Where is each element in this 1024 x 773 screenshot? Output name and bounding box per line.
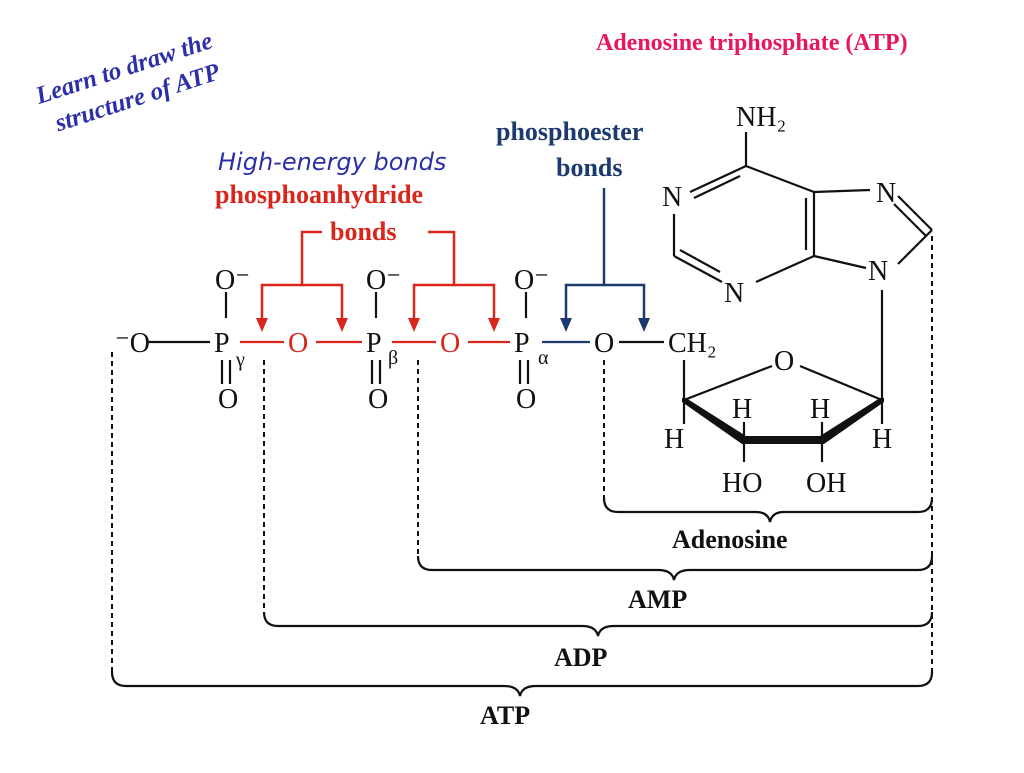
adenine-base: NH₂ N N N N [662, 102, 896, 309]
arrowhead [408, 318, 420, 332]
adenine-n1: N [662, 182, 682, 213]
beta-oxygen-bottom: O [368, 384, 388, 415]
ribose-bold-bond [742, 436, 824, 444]
hydroxyl-c2: OH [806, 468, 846, 499]
phosphoanhydride-arrows [260, 230, 496, 322]
phosphoanhydride-label-1: phosphoanhydride [215, 180, 423, 209]
phosphorus-alpha: P [514, 328, 530, 359]
phosphoanhydride-label-2: bonds [330, 217, 397, 246]
adp-label: ADP [554, 643, 608, 672]
phosphoester-label-2: bonds [556, 153, 623, 182]
curly-brackets [110, 497, 934, 697]
alpha-oxygen-top: O⁻ [514, 265, 549, 296]
adenosine-brace [602, 497, 934, 523]
gamma-oxygen-top: O⁻ [215, 265, 250, 296]
phosphoester-label-1: phosphoester [496, 117, 643, 146]
amp-label: AMP [628, 585, 687, 614]
hydroxyl-c3: HO [722, 468, 762, 499]
amp-brace [416, 555, 934, 581]
phosphoester-arrowheads [560, 318, 650, 332]
amine-group: NH₂ [736, 102, 786, 133]
anhydride-arrow-beta [412, 230, 456, 322]
ribose-h-c1: H [872, 424, 892, 455]
gamma-label: γ [235, 349, 245, 371]
phosphorus-beta: P [366, 328, 382, 359]
bracket-labels: Adenosine AMP ADP ATP [480, 525, 788, 730]
arrowhead [560, 318, 572, 332]
arrowhead [488, 318, 500, 332]
phosphate-bonds [148, 292, 664, 384]
ribose-wedge-left [682, 398, 746, 444]
anhydride-arrowheads [256, 318, 500, 332]
ribose-h-c3: H [732, 394, 752, 425]
terminal-oxygen: ⁻O [115, 328, 150, 359]
ribose-wedge-right [820, 398, 884, 444]
alpha-oxygen-bottom: O [516, 384, 536, 415]
dashed-guides [111, 236, 933, 672]
adenosine-label: Adenosine [672, 525, 788, 554]
anhydride-arrow-beta-right [454, 283, 496, 322]
ch2-group: CH₂ [668, 328, 717, 359]
adenine-bonds [672, 132, 933, 400]
high-energy-label: High-energy bonds [218, 148, 446, 176]
anhydride-arrow-gamma-right [302, 283, 344, 322]
bridge-oxygen-gamma-beta: O [288, 328, 308, 359]
atp-label: ATP [480, 701, 530, 730]
ribose-atoms: O H H H H HO OH [664, 346, 892, 499]
alpha-label: α [538, 347, 549, 369]
arrowhead [336, 318, 348, 332]
slide-title: Adenosine triphosphate (ATP) [596, 30, 908, 56]
ribose-h-c2: H [810, 394, 830, 425]
phosphoester-arrow [564, 188, 646, 322]
gamma-oxygen-bottom: O [218, 384, 238, 415]
adenine-n7: N [876, 178, 896, 209]
adenine-n9: N [868, 256, 888, 287]
anhydride-arrow-gamma [260, 230, 322, 322]
phosphate-greek-labels: γ β α [235, 347, 549, 371]
beta-label: β [388, 347, 398, 369]
atp-brace [110, 671, 934, 697]
adp-brace [262, 611, 934, 637]
arrowhead [256, 318, 268, 332]
bridge-oxygen-beta-alpha: O [440, 328, 460, 359]
arrowhead [638, 318, 650, 332]
ribose-h-c4: H [664, 424, 684, 455]
phosphate-chain: ⁻O O⁻ P O O O⁻ P O O O⁻ P O O CH₂ [115, 265, 717, 415]
ring-oxygen: O [774, 346, 794, 377]
ester-oxygen: O [594, 328, 614, 359]
adenine-n3: N [724, 278, 744, 309]
phosphorus-gamma: P [214, 328, 230, 359]
beta-oxygen-top: O⁻ [366, 265, 401, 296]
subtitle-group: Learn to draw the structure of ATP [32, 27, 224, 137]
